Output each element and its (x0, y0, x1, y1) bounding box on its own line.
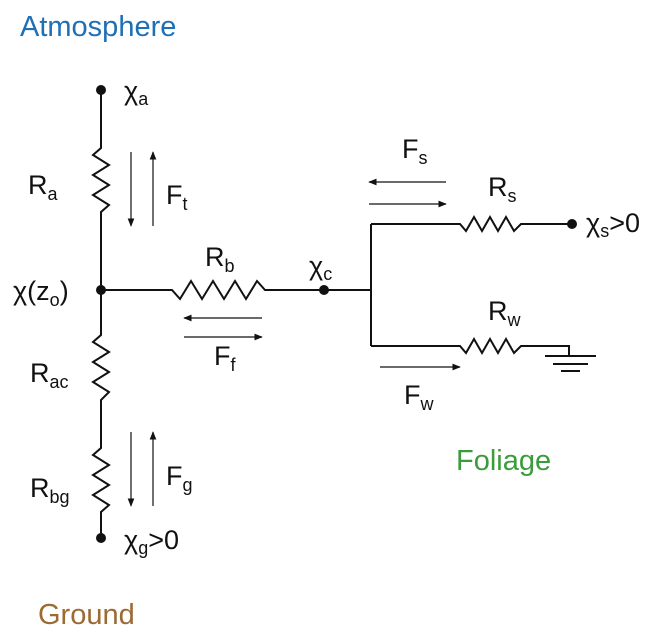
label-rs: Rs (488, 172, 517, 206)
label-rb: Rb (205, 242, 235, 276)
wire-rb-branch (101, 279, 371, 301)
label-rac: Rac (30, 358, 69, 392)
wire-left-vertical (91, 90, 111, 538)
node-dot-chi-a (96, 85, 106, 95)
label-rbg: Rbg (30, 473, 70, 507)
atmosphere-label: Atmosphere (20, 11, 176, 43)
wire-rw-branch (371, 336, 570, 356)
node-dot-chi-c (319, 285, 329, 295)
foliage-label: Foliage (456, 445, 551, 477)
label-chi-s: χs>0 (586, 208, 640, 241)
ground-label: Ground (38, 599, 135, 629)
wire-rs-branch (371, 214, 572, 234)
label-fw: Fw (404, 380, 435, 414)
label-chi-a: χa (124, 76, 149, 109)
node-dot-chi-zo (96, 285, 106, 295)
label-chi-zo: χ(zo) (13, 276, 69, 310)
node-dot-chi-s (567, 219, 577, 229)
label-fs: Fs (402, 134, 428, 168)
node-dot-chi-g (96, 533, 106, 543)
label-ff: Ff (214, 341, 237, 375)
label-ra: Ra (28, 170, 59, 204)
label-chi-c: χc (309, 251, 332, 284)
label-fg: Fg (166, 461, 193, 495)
label-ft: Ft (166, 180, 188, 214)
ground-symbol-icon (545, 355, 596, 372)
label-chi-g: χg>0 (124, 525, 179, 558)
label-rw: Rw (488, 296, 522, 330)
